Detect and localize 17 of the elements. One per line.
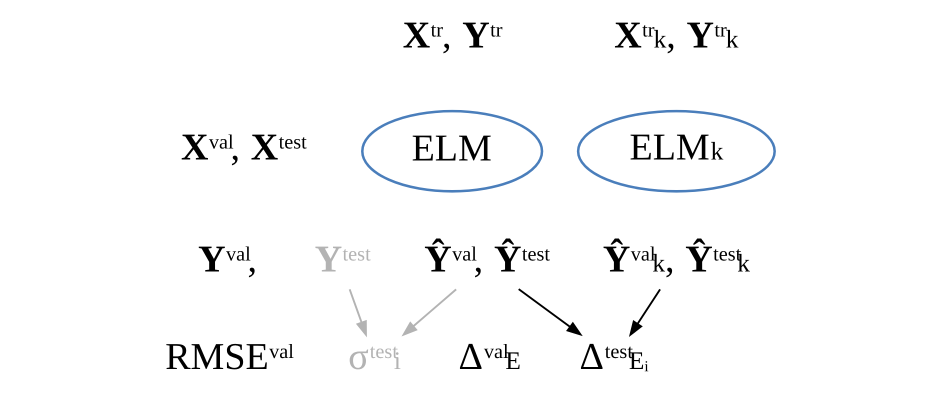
label: RMSE$^{val}$ [165,336,294,378]
node-text: Ŷ$^{val}$k, Ŷ$^{test}$k [602,238,750,280]
node-text: σ$^{test}$i [348,336,401,378]
arrow [348,289,367,338]
node-text: Y$^{val}$, [198,238,258,280]
arrow [518,288,583,336]
arrow [401,288,457,336]
label: X$^{val}$, X$^{test}$ [181,126,307,168]
node-ellipse: ELM [361,110,544,193]
node-label: X$^{tr}$, Y$^{tr}$ [402,14,503,57]
node-text: Δ$^{test}$Eᵢ [579,336,649,378]
label: Δ$^{val}$E [458,336,521,378]
node-text: Y$^{test}$ [314,238,371,280]
node-text: Ŷ$^{val}$, Ŷ$^{test}$ [424,238,550,280]
arrow [628,288,661,338]
node-ellipse: ELMk [576,110,776,193]
node-label: X$^{tr}$k, Y$^{tr}$k [614,14,738,57]
